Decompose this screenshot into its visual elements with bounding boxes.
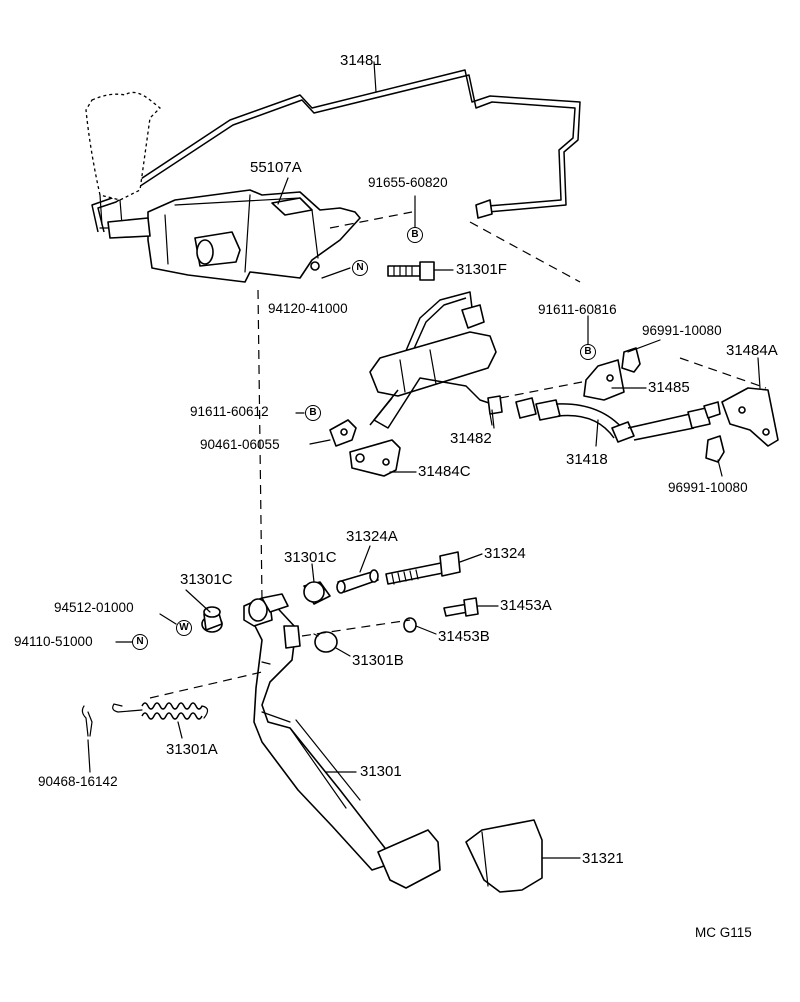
label-31418: 31418 [566, 451, 608, 468]
bolt-symbol-icon-3: B [305, 405, 321, 421]
bushing-31301C-left [201, 606, 223, 633]
label-90461-06055: 90461-06055 [200, 437, 280, 452]
stopper-31301B [313, 631, 351, 657]
clip-96991-top [621, 347, 641, 373]
label-91655-60820: 91655-60820 [368, 175, 448, 190]
spring-31301A [112, 671, 263, 739]
label-31481: 31481 [340, 52, 382, 69]
master-cylinder-31482 [369, 291, 503, 429]
label-31301C-left: 31301C [180, 571, 233, 588]
label-31324A: 31324A [346, 528, 398, 545]
label-31301: 31301 [360, 763, 402, 780]
label-96991-10080-bottom: 96991-10080 [668, 480, 748, 495]
diagram-code: MC G115 [695, 925, 752, 940]
bolt-31301F [387, 261, 454, 281]
washer-symbol-icon: W [176, 620, 192, 636]
label-31301F: 31301F [456, 261, 507, 278]
label-31301A: 31301A [166, 741, 218, 758]
clip-96991-bottom [705, 435, 725, 463]
label-55107A: 55107A [250, 159, 302, 176]
pedal-bracket-55107A [99, 189, 361, 283]
clip-pin-90468 [81, 705, 93, 773]
label-31453B: 31453B [438, 628, 490, 645]
label-31484A: 31484A [726, 342, 778, 359]
nut-31453B [403, 617, 437, 635]
dash-stopper-nut [301, 619, 411, 637]
label-31301B: 31301B [352, 652, 404, 669]
nut-symbol-icon: N [352, 260, 368, 276]
label-91611-60612: 91611-60612 [190, 404, 269, 419]
bolt-31324 [385, 551, 483, 585]
label-31321: 31321 [582, 850, 624, 867]
label-31485: 31485 [648, 379, 690, 396]
bracket-31484A [679, 357, 779, 447]
collar-31324A [336, 569, 379, 594]
nut-symbol-icon-2: N [132, 634, 148, 650]
label-91611-60816: 91611-60816 [538, 302, 617, 317]
clip-90461 [329, 419, 357, 447]
dash-bracket-pedal [257, 289, 263, 601]
dash-tube-31418 [469, 221, 581, 283]
pedal-pad-31321 [465, 819, 581, 893]
bolt-symbol-icon-2: B [580, 344, 596, 360]
label-31301C-right: 31301C [284, 549, 337, 566]
bushing-31301C-right [303, 581, 331, 605]
leader-lines-upper [277, 61, 761, 477]
label-31453A: 31453A [500, 597, 552, 614]
hose-31418 [499, 381, 721, 443]
label-94110-51000: 94110-51000 [14, 634, 93, 649]
bracket-31484C [349, 439, 401, 477]
label-90468-16142: 90468-16142 [38, 774, 118, 789]
label-96991-10080-top: 96991-10080 [642, 323, 722, 338]
pedal-31301 [243, 593, 441, 889]
bolt-symbol-icon: B [407, 227, 423, 243]
bolt-31453A [443, 597, 499, 617]
reservoir-outline [85, 91, 161, 226]
label-31484C: 31484C [418, 463, 471, 480]
label-31482: 31482 [450, 430, 492, 447]
bracket-31485 [583, 359, 625, 401]
label-31324: 31324 [484, 545, 526, 562]
label-94512-01000: 94512-01000 [54, 600, 134, 615]
leader-lines-lower [115, 545, 371, 773]
label-94120-41000: 94120-41000 [268, 301, 348, 316]
